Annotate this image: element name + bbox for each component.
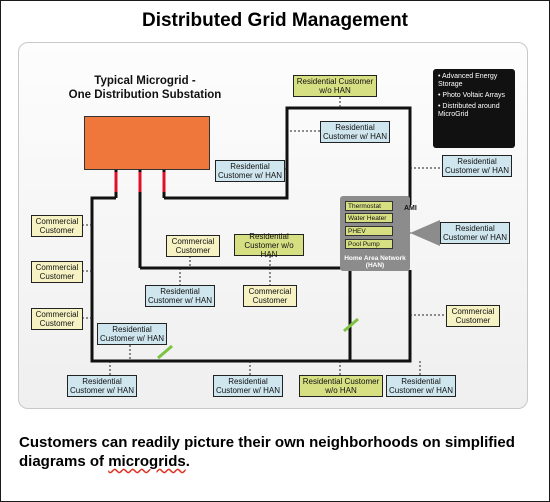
residential-customer-han: Residential Customer w/ HAN (440, 222, 510, 244)
han-pointer (410, 220, 440, 246)
distribution-substation (84, 116, 210, 170)
switch-left (157, 344, 173, 360)
residential-customer-wo-han: Residential Customer w/o HAN (293, 75, 377, 97)
residential-customer-han: Residential Customer w/ HAN (67, 375, 137, 397)
han-item-phev: PHEV (345, 226, 393, 236)
legend-box: • Advanced Energy Storage • Photo Voltai… (433, 69, 515, 148)
commercial-customer: Commercial Customer (31, 215, 83, 237)
commercial-customer: Commercial Customer (31, 308, 83, 330)
switch-right (343, 317, 359, 333)
han-caption: Home Area Network (HAN) (344, 255, 406, 269)
residential-customer-han: Residential Customer w/ HAN (213, 375, 283, 397)
commercial-customer: Commercial Customer (446, 305, 500, 327)
legend-item: • Advanced Energy Storage (438, 73, 498, 88)
residential-customer-han: Residential Customer w/ HAN (386, 375, 456, 397)
residential-customer-han: Residential Customer w/ HAN (97, 323, 167, 345)
commercial-customer: Commercial Customer (31, 261, 83, 283)
residential-customer-han: Residential Customer w/ HAN (442, 155, 512, 177)
legend-item: • Distributed around MicroGrid (438, 103, 500, 118)
legend-item: • Photo Voltaic Arrays (438, 92, 506, 99)
han-item-thermostat: Thermostat (345, 201, 393, 211)
han-item-pool-pump: Pool Pump (345, 239, 393, 249)
commercial-customer: Commercial Customer (166, 235, 220, 257)
commercial-customer: Commercial Customer (243, 285, 297, 307)
residential-customer-wo-han: Residential Customer w/o HAN (299, 375, 383, 397)
slide-caption: Customers can readily picture their own … (19, 433, 539, 471)
slide-title: Distributed Grid Management (141, 10, 409, 31)
residential-customer-han: Residential Customer w/ HAN (320, 121, 390, 143)
residential-customer-han: Residential Customer w/ HAN (145, 285, 215, 307)
han-item-water-heater: Water Heater (345, 213, 393, 223)
residential-customer-wo-han: Residential Customer w/o HAN (234, 232, 304, 259)
caption-period: . (185, 453, 190, 470)
substation-title: Typical Microgrid - One Distribution Sub… (68, 75, 222, 101)
caption-underlined-word: microgrids (108, 453, 186, 470)
residential-customer-han: Residential Customer w/ HAN (215, 160, 285, 182)
ami-label: AMI (404, 205, 417, 212)
caption-text: Customers can readily picture their own … (19, 434, 515, 470)
